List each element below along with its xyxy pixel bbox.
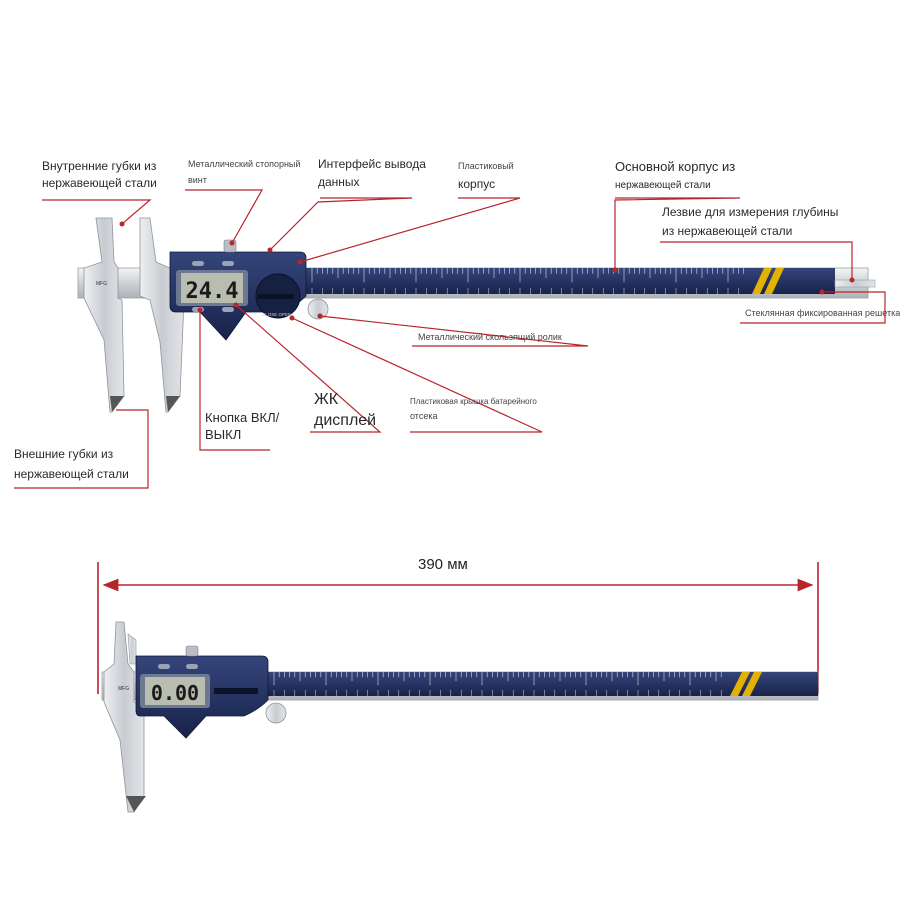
label-plastic-body: Пластиковый корпус (458, 161, 514, 192)
label-data-port: Интерфейс вывода данных (318, 157, 426, 190)
scale-strip (305, 268, 835, 294)
dimension-label: 390 мм (418, 556, 468, 573)
label-glass-grid: Стеклянная фиксированная решетка (745, 308, 900, 318)
label-outer-jaws: Внешние губки из нержавеющей стали (14, 447, 129, 482)
roller-bottom (265, 702, 287, 724)
scale-ticks-bottom (273, 672, 722, 696)
label-roller: Металлический скользящий ролик (418, 332, 562, 342)
accent-stripes-bottom (730, 672, 762, 696)
sliding-jaw-top (139, 217, 185, 413)
svg-text:MFG: MFG (96, 281, 107, 287)
label-power-button: Кнопка ВКЛ/ ВЫКЛ (205, 410, 280, 442)
lcd-value-top: 24.4 (186, 279, 239, 304)
label-inner-jaws: Внутренние губки из нержавеющей стали (42, 159, 157, 191)
label-lcd: ЖК дисплей (314, 391, 377, 429)
scale-ticks-top (311, 268, 744, 294)
leader-dots (119, 221, 855, 321)
label-depth-blade: Лезвие для измерения глубины из нержавею… (662, 205, 839, 239)
caliper-bottom: MFG 0.00 (101, 621, 819, 813)
lcd-value-bottom: 0.00 (151, 681, 199, 705)
lcd-screen-bottom (145, 677, 205, 705)
svg-text:CLOSE OPEN: CLOSE OPEN (262, 312, 291, 317)
fixed-jaw-top (83, 217, 125, 413)
fixed-jaw-bottom (103, 621, 145, 813)
scale-strip-bottom (268, 672, 818, 696)
leader-lines (14, 189, 886, 489)
lock-screw-bottom (185, 645, 199, 657)
label-lock-screw: Металлический стопорный винт (188, 159, 301, 186)
label-main-body: Основной корпус из нержавеющей стали (615, 159, 736, 191)
lcd-screen-top (181, 273, 243, 303)
roller (307, 298, 329, 320)
svg-text:MFG: MFG (118, 686, 129, 692)
caliper-top: MFG CLOSE OPEN 24.4 (77, 217, 876, 413)
depth-blade (834, 279, 876, 288)
label-battery-cover: Пластиковая крышка батарейного отсека (410, 397, 537, 421)
accent-stripes-top (752, 268, 784, 294)
